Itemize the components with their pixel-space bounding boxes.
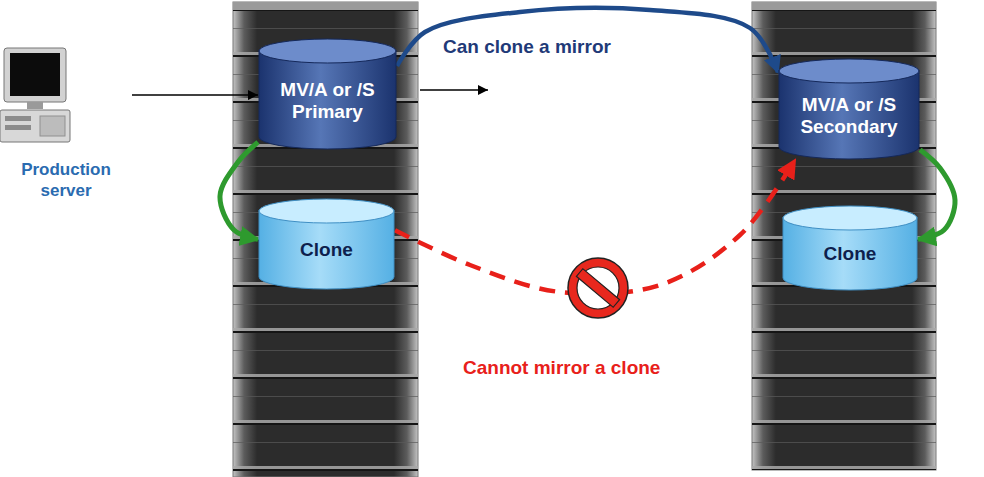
prohibited-symbol <box>568 258 628 318</box>
node-label: MV/A or /S Secondary <box>788 94 910 138</box>
monitor-stand <box>27 102 43 109</box>
storage-volume: MV/A or /S Secondary <box>778 58 920 160</box>
direction-arrow <box>420 89 488 91</box>
cylinder-top <box>783 206 917 230</box>
connector <box>397 8 778 72</box>
cylinder-top <box>779 59 919 83</box>
prohibited-bar <box>576 269 619 308</box>
rack-cap <box>233 2 418 10</box>
drive-bay <box>5 125 31 130</box>
monitor-screen <box>10 53 60 96</box>
node-label: MV/A or /S Primary <box>268 79 387 123</box>
server-icon <box>0 48 70 142</box>
prohibited-center <box>577 267 619 309</box>
server-grill <box>40 116 65 136</box>
node-label: Clone <box>300 239 353 261</box>
drive-bay <box>5 116 31 121</box>
storage-volume: Clone <box>782 205 918 291</box>
node-label: Production server <box>10 160 122 201</box>
cylinder-top <box>259 199 394 223</box>
server-node: Production server <box>0 45 132 205</box>
rack-cap <box>752 2 936 10</box>
storage-volume: Clone <box>258 198 395 290</box>
node-label: Clone <box>824 243 877 265</box>
cylinder-top <box>259 39 396 63</box>
edge-label: Can clone a mirror <box>443 36 611 58</box>
rack-units <box>233 2 418 477</box>
rack-body <box>752 2 936 470</box>
prohibited-ring <box>568 258 628 318</box>
rack-units <box>752 2 936 470</box>
server-case <box>0 110 70 142</box>
edge-label: Cannot mirror a clone <box>463 357 660 379</box>
connector <box>132 94 258 96</box>
connector <box>220 142 258 239</box>
connector <box>918 150 955 240</box>
rack-body <box>233 2 418 477</box>
cylinder-body <box>259 50 396 149</box>
storage-volume: MV/A or /S Primary <box>258 38 397 150</box>
monitor-bezel <box>4 48 66 102</box>
